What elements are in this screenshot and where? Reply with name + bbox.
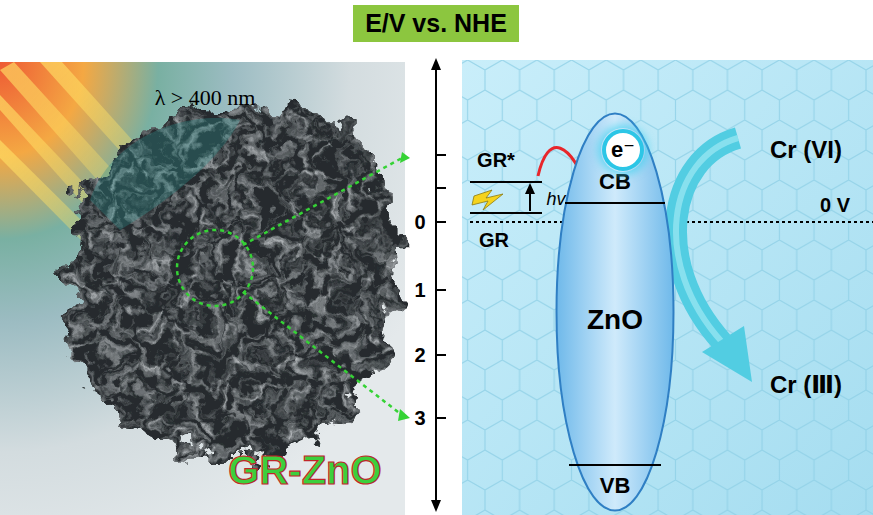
photon-label: hv	[546, 190, 565, 210]
excited-level-label: GR*	[477, 149, 515, 171]
species-label: Cr (Ⅲ)	[770, 372, 842, 398]
axis-tick-label: 0	[414, 211, 425, 233]
zno-band-ellipse: CB ZnO VB	[555, 112, 675, 512]
species-label: Cr (VI)	[770, 137, 842, 163]
axis-tick-label: 3	[414, 407, 425, 429]
band-label: VB	[600, 474, 631, 498]
potential-label: 0 V	[820, 194, 850, 216]
axis-tick-label: 2	[414, 344, 425, 366]
band-label: CB	[599, 170, 631, 194]
axis-title-box: E/V vs. NHE	[353, 5, 519, 42]
sample-label: GR-ZnO	[228, 448, 381, 492]
electron-circle: e⁻	[601, 128, 645, 172]
axis-title: E/V vs. NHE	[365, 9, 507, 37]
axis-tick-label: 1	[414, 279, 425, 301]
level-label: GR	[479, 229, 509, 251]
material-label: ZnO	[587, 305, 643, 336]
wavelength-label: λ > 400 nm	[155, 86, 256, 110]
electron-label: e⁻	[611, 138, 635, 162]
